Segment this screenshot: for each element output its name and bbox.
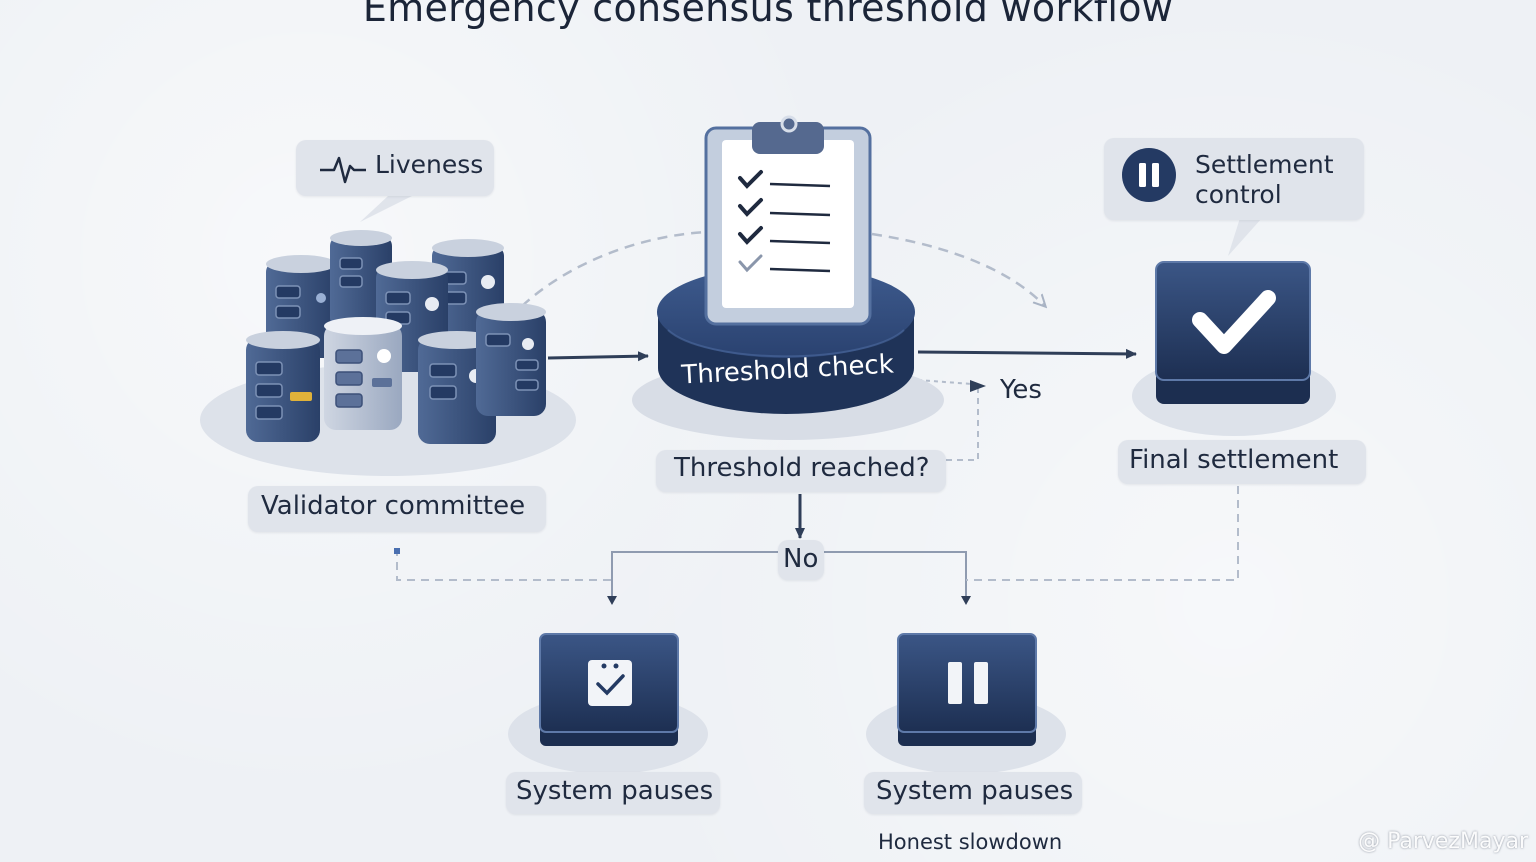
dashed-final-to-pause xyxy=(966,486,1239,581)
settlement-callout-tail xyxy=(1228,218,1262,256)
diagram-title: Emergency consensus threshold workflow xyxy=(362,0,1174,30)
pause-right-label: System pauses xyxy=(876,776,1074,806)
pause-right-sublabel: Honest slowdown xyxy=(878,830,1063,854)
arrow-validators-to-check xyxy=(547,351,649,362)
liveness-callout-tail xyxy=(360,196,412,222)
final-settlement-block xyxy=(1132,261,1336,436)
clipboard-checklist-icon xyxy=(704,115,872,326)
settlement-control-line1: Settlement xyxy=(1195,150,1334,179)
pause-circle-icon xyxy=(1122,148,1176,202)
pause-right-pill xyxy=(864,772,1082,814)
connectors xyxy=(360,196,1262,605)
dashed-arc-left xyxy=(521,230,707,307)
yes-label: Yes xyxy=(1000,375,1042,405)
settlement-control-line2: control xyxy=(1195,180,1282,209)
yes-arrow-tip xyxy=(970,380,986,392)
yes-dashed-path xyxy=(946,388,979,461)
liveness-callout xyxy=(296,140,494,196)
validator-committee-label: Validator committee xyxy=(261,491,526,521)
validator-committee-pill xyxy=(248,486,546,532)
pause-block-left xyxy=(508,633,708,774)
dashed-validators-to-pause xyxy=(396,548,612,581)
watermark: @ ParvezMayar xyxy=(1358,829,1528,854)
pause-block-right xyxy=(866,633,1066,774)
arrow-check-to-final xyxy=(917,348,1137,359)
dashed-arc-right xyxy=(871,232,1045,306)
dashed-start-dot xyxy=(394,548,400,554)
threshold-reached-pill xyxy=(656,450,946,492)
yes-dotted-link xyxy=(917,379,973,385)
server-unit xyxy=(324,317,402,430)
threshold-reached-label: Threshold reached? xyxy=(674,453,930,483)
no-pill xyxy=(778,540,824,580)
final-settlement-label: Final settlement xyxy=(1129,445,1339,475)
server-cluster-icon xyxy=(200,230,576,476)
final-settlement-pill xyxy=(1118,440,1366,484)
server-unit xyxy=(476,303,546,416)
pulse-icon xyxy=(320,156,366,184)
pause-left-pill xyxy=(506,772,720,814)
pause-icon xyxy=(948,662,988,704)
no-branch-left xyxy=(611,551,778,598)
calendar-check-icon xyxy=(588,660,632,706)
pause-left-label: System pauses xyxy=(516,776,714,806)
no-arrow-left-tip xyxy=(607,596,617,605)
no-arrow-right-tip xyxy=(961,596,971,605)
no-branch-right xyxy=(822,551,967,598)
server-unit xyxy=(246,331,320,442)
no-label: No xyxy=(783,544,819,574)
checkmark-icon xyxy=(1192,290,1276,354)
liveness-label: Liveness xyxy=(375,150,484,179)
